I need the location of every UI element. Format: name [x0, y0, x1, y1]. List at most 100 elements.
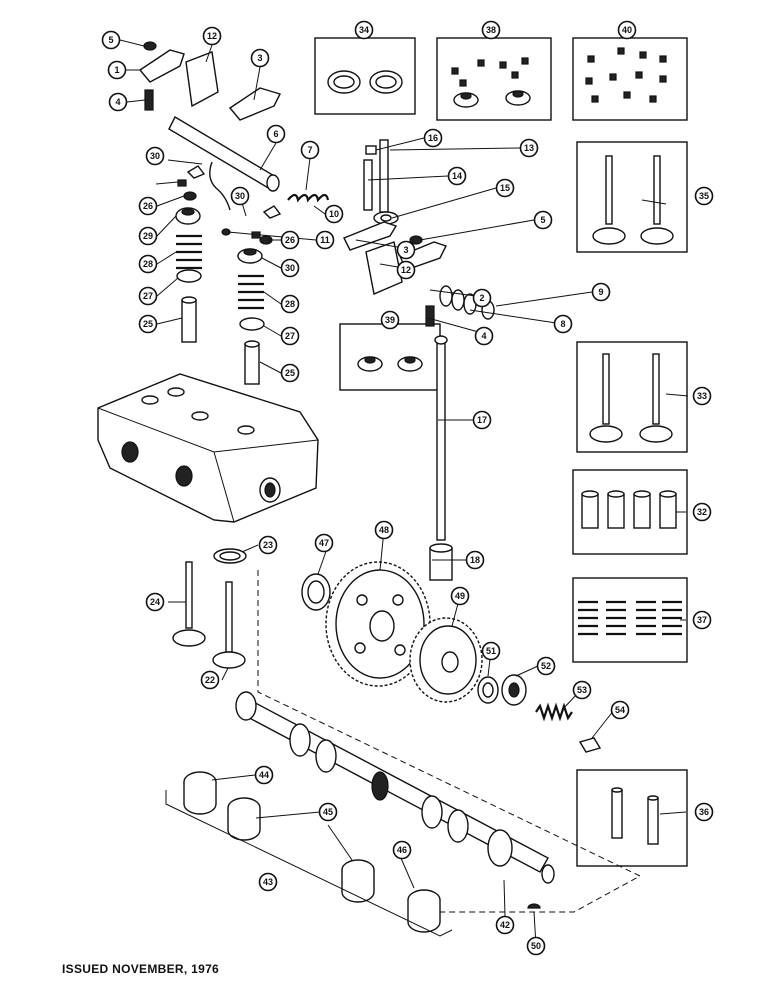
callout-27-label: 27: [143, 291, 153, 301]
callout-12-label: 12: [207, 31, 217, 41]
callout-44: 44: [254, 765, 274, 785]
callout-23-label: 23: [263, 540, 273, 550]
washer-47: [301, 573, 331, 611]
callout-9: 9: [591, 282, 611, 302]
callout-24: 24: [145, 592, 165, 612]
valves-22-24: [172, 548, 247, 669]
callout-10-label: 10: [329, 209, 339, 219]
valve-spring-stack-left: [175, 165, 206, 343]
callout-34: 34: [354, 20, 374, 40]
callout-36-label: 36: [699, 807, 709, 817]
callout-37: 37: [692, 610, 712, 630]
callout-43: 43: [258, 872, 278, 892]
callout-6-label: 6: [273, 129, 278, 139]
callout-51-label: 51: [486, 646, 496, 656]
callout-33: 33: [692, 386, 712, 406]
callout-37-label: 37: [697, 615, 707, 625]
callout-1-label: 1: [114, 65, 119, 75]
callout-13: 13: [519, 138, 539, 158]
kit-box-33: [576, 341, 688, 453]
callout-35: 35: [694, 186, 714, 206]
callout-49-label: 49: [455, 591, 465, 601]
callout-27b-label: 27: [285, 331, 295, 341]
cylinder-head: [97, 373, 319, 523]
callout-35-label: 35: [699, 191, 709, 201]
callout-30-label: 30: [150, 151, 160, 161]
callout-4b-label: 4: [481, 331, 486, 341]
callout-47: 47: [314, 533, 334, 553]
callout-29: 29: [138, 226, 158, 246]
callout-38: 38: [481, 20, 501, 40]
shaft-spring-7: [287, 193, 330, 203]
callout-28b-label: 28: [285, 299, 295, 309]
callout-22: 22: [200, 670, 220, 690]
kit-box-37: [572, 577, 688, 663]
gear-group-outline: [257, 570, 642, 913]
callout-2: 2: [472, 288, 492, 308]
callout-26b: 26: [280, 230, 300, 250]
callout-18-label: 18: [470, 555, 480, 565]
callout-25-label: 25: [143, 319, 153, 329]
callout-5-label: 5: [108, 35, 113, 45]
callout-39-label: 39: [385, 315, 395, 325]
push-rod-17: [434, 335, 448, 541]
callout-15: 15: [495, 178, 515, 198]
callout-11: 11: [315, 230, 335, 250]
callout-25b: 25: [280, 363, 300, 383]
callout-12b-label: 12: [401, 265, 411, 275]
issued-date-label: ISSUED NOVEMBER, 1976: [62, 962, 220, 976]
callout-7-label: 7: [307, 145, 312, 155]
callout-46-label: 46: [397, 845, 407, 855]
camshaft-42: [235, 691, 555, 884]
callout-47-label: 47: [319, 538, 329, 548]
oil-tube-10: [209, 161, 231, 236]
kit-box-40: [572, 37, 688, 121]
callout-33-label: 33: [697, 391, 707, 401]
callout-3: 3: [250, 48, 270, 68]
callout-52-label: 52: [541, 661, 551, 671]
callout-9-label: 9: [598, 287, 603, 297]
callout-25b-label: 25: [285, 368, 295, 378]
callout-50-label: 50: [531, 941, 541, 951]
kit-box-36: [576, 769, 688, 867]
callout-50: 50: [526, 936, 546, 956]
callout-48-label: 48: [379, 525, 389, 535]
callout-3-label: 3: [257, 53, 262, 63]
callout-48: 48: [374, 520, 394, 540]
callout-46: 46: [392, 840, 412, 860]
callout-39: 39: [380, 310, 400, 330]
callout-27b: 27: [280, 326, 300, 346]
rocker-assembly-right: [343, 139, 447, 327]
callout-44-label: 44: [259, 770, 269, 780]
tappet-18: [429, 543, 453, 581]
key-50: [527, 903, 541, 909]
callout-25: 25: [138, 314, 158, 334]
callout-2-label: 2: [479, 293, 484, 303]
callout-14-label: 14: [452, 171, 462, 181]
callout-10: 10: [324, 204, 344, 224]
callout-12: 12: [202, 26, 222, 46]
callout-42: 42: [495, 915, 515, 935]
callout-53: 53: [572, 680, 592, 700]
callout-45-label: 45: [323, 807, 333, 817]
callout-16: 16: [423, 128, 443, 148]
callout-12b: 12: [396, 260, 416, 280]
callout-5: 5: [101, 30, 121, 50]
gear-49: [409, 617, 483, 703]
callout-28: 28: [138, 254, 158, 274]
callout-40: 40: [617, 20, 637, 40]
callout-34-label: 34: [359, 25, 369, 35]
callout-30b: 30: [230, 186, 250, 206]
callout-53-label: 53: [577, 685, 587, 695]
callout-40-label: 40: [622, 25, 632, 35]
callout-45: 45: [318, 802, 338, 822]
callout-29-label: 29: [143, 231, 153, 241]
washer-51-nut-52: [477, 674, 527, 706]
callout-16-label: 16: [428, 133, 438, 143]
kit-box-34: [314, 37, 416, 115]
spring-53-plunger-54: [535, 702, 602, 753]
callout-22-label: 22: [205, 675, 215, 685]
callout-5b: 5: [533, 210, 553, 230]
callout-13-label: 13: [524, 143, 534, 153]
callout-30b-label: 30: [235, 191, 245, 201]
